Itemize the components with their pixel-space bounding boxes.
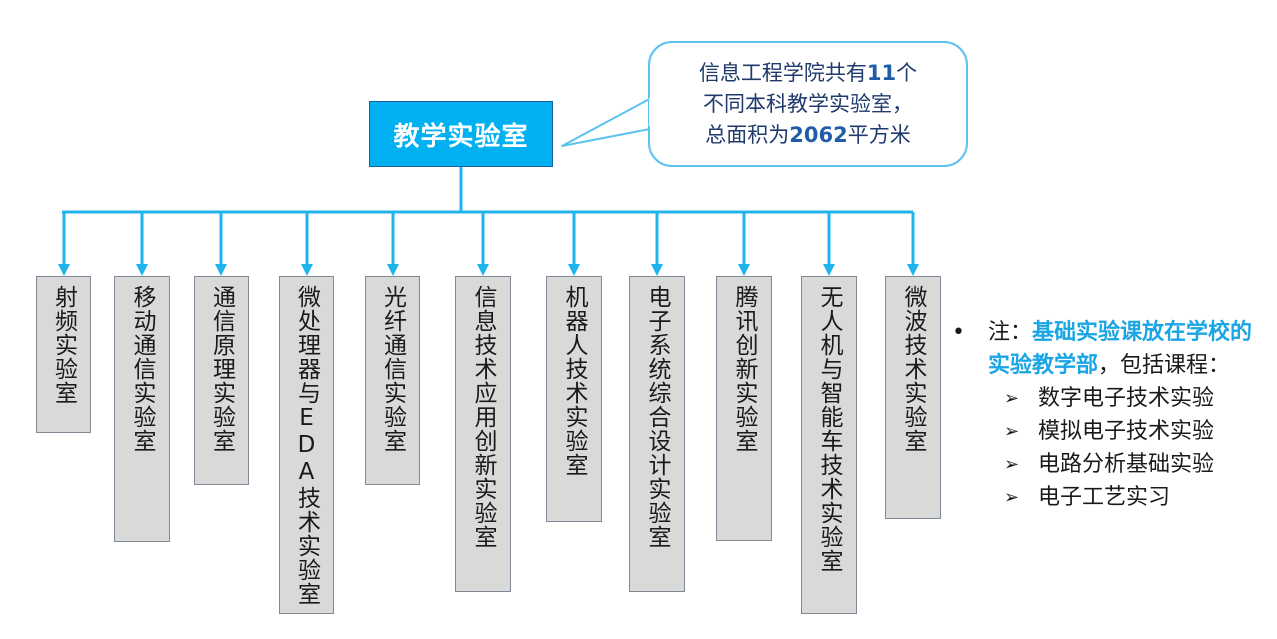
arrow-bullet-icon: ➢ [1004, 421, 1020, 442]
note-section: • 注：基础实验课放在学校的实验教学部，包括课程： ➢数字电子技术实验 ➢模拟电… [952, 316, 1262, 514]
callout-line-3: 总面积为2062平方米 [705, 122, 911, 147]
lab-label: 射频实验室 [50, 285, 77, 405]
lab-label: 光纤通信实验室 [379, 285, 406, 453]
list-item: ➢电子工艺实习 [1004, 481, 1262, 514]
arrow-down-icon [215, 264, 227, 276]
lab-box-rf: 射频实验室 [36, 276, 91, 433]
root-node-label: 教学实验室 [393, 121, 529, 152]
bullet-icon: • [952, 320, 965, 345]
callout-line-2: 不同本科教学实验室， [703, 91, 913, 116]
arrow-down-icon [387, 264, 399, 276]
lab-box-comm-principles: 通信原理实验室 [194, 276, 249, 485]
arrow-down-icon [58, 264, 70, 276]
arrow-down-icon [477, 264, 489, 276]
lab-label: 机器人技术实验室 [561, 285, 587, 477]
arrow-down-icon [136, 264, 148, 276]
list-item: ➢电路分析基础实验 [1004, 448, 1262, 481]
lab-label: 电子系统综合设计实验室 [644, 285, 670, 549]
lab-count: 11 [866, 60, 897, 85]
arrow-down-icon [301, 264, 313, 276]
arrow-down-icon [651, 264, 663, 276]
note-text: 注：基础实验课放在学校的实验教学部，包括课程： [988, 320, 1253, 378]
lab-label: 腾讯创新实验室 [731, 285, 757, 453]
note-highlight: 基础实验课放在学校的实验教学部 [988, 320, 1253, 378]
info-callout: 信息工程学院共有11个 不同本科教学实验室， 总面积为2062平方米 [648, 41, 968, 167]
arrow-bullet-icon: ➢ [1004, 454, 1020, 475]
lab-label: 微处理器与EDA技术实验室 [293, 285, 320, 606]
lab-label: 移动通信实验室 [129, 285, 155, 453]
callout-tail-joint [649, 98, 655, 126]
lab-box-electronic-system-design: 电子系统综合设计实验室 [629, 276, 685, 592]
lab-box-uav-smart-car: 无人机与智能车技术实验室 [801, 276, 857, 614]
lab-label: 无人机与智能车技术实验室 [816, 285, 842, 573]
lab-box-mobile-comm: 移动通信实验室 [114, 276, 170, 542]
arrow-bullet-icon: ➢ [1004, 487, 1020, 508]
callout-line-1: 信息工程学院共有11个 [698, 60, 918, 85]
arrow-bullet-icon: ➢ [1004, 388, 1020, 409]
root-node: 教学实验室 [369, 101, 553, 167]
arrow-down-icon [823, 264, 835, 276]
lab-box-microprocessor-eda: 微处理器与EDA技术实验室 [279, 276, 334, 614]
lab-label: 通信原理实验室 [208, 285, 235, 453]
lab-label: 信息技术应用创新实验室 [470, 285, 496, 549]
list-item: ➢数字电子技术实验 [1004, 382, 1262, 415]
lab-box-tencent-innovation: 腾讯创新实验室 [716, 276, 772, 541]
arrow-down-icon [568, 264, 580, 276]
arrow-down-icon [738, 264, 750, 276]
lab-box-it-innovation: 信息技术应用创新实验室 [455, 276, 511, 592]
lab-box-fiber-comm: 光纤通信实验室 [365, 276, 420, 485]
lab-box-microwave: 微波技术实验室 [885, 276, 941, 519]
list-item: ➢模拟电子技术实验 [1004, 415, 1262, 448]
lab-label: 微波技术实验室 [900, 285, 926, 453]
total-area: 2062 [789, 122, 848, 147]
course-list: ➢数字电子技术实验 ➢模拟电子技术实验 ➢电路分析基础实验 ➢电子工艺实习 [952, 382, 1262, 514]
arrow-down-icon [907, 264, 919, 276]
lab-box-robotics: 机器人技术实验室 [546, 276, 602, 522]
